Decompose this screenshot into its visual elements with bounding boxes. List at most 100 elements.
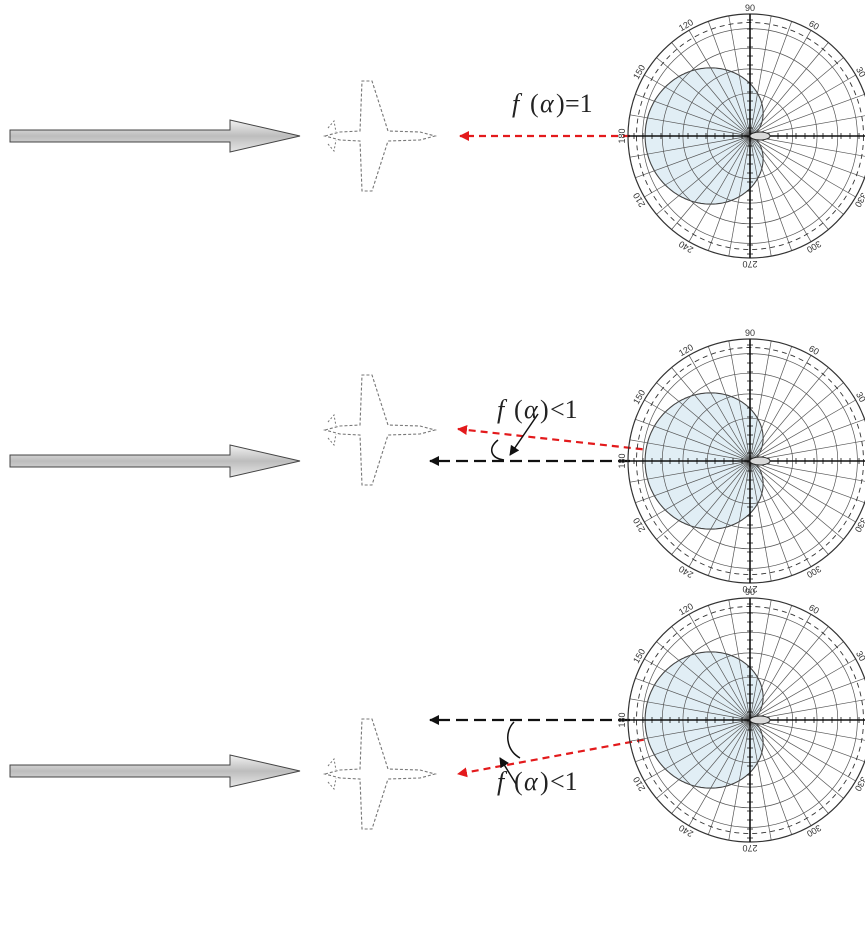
polar-spoke xyxy=(749,57,844,137)
angle-arc xyxy=(507,721,521,759)
polar-spoke xyxy=(707,605,751,721)
polar-spoke xyxy=(671,626,751,721)
polar-spoke xyxy=(629,114,751,137)
polar-tick-label: 90 xyxy=(745,328,755,338)
polar-spoke xyxy=(749,135,844,215)
polar-spoke xyxy=(707,21,751,137)
polar-spoke xyxy=(644,460,751,523)
polar-spoke xyxy=(671,460,751,555)
polar-spoke xyxy=(635,719,751,763)
polar-tick-label: 60 xyxy=(807,602,821,616)
aircraft-icon xyxy=(322,374,438,486)
polar-spoke xyxy=(644,719,751,782)
polar-spoke xyxy=(635,677,751,721)
polar-spoke xyxy=(749,340,772,462)
polar-spoke xyxy=(749,21,793,137)
svg-text:<1: <1 xyxy=(550,767,578,796)
polar-spoke xyxy=(688,30,751,137)
polar-spoke xyxy=(749,719,844,799)
polar-spoke xyxy=(749,460,844,540)
polar-spoke xyxy=(749,626,829,721)
polar-spoke xyxy=(688,614,751,721)
polar-spoke xyxy=(749,677,865,721)
polar-spoke xyxy=(629,719,751,742)
polar-tick-label: 270 xyxy=(742,259,757,269)
polar-tick-label: 150 xyxy=(631,63,647,81)
polar-spoke xyxy=(749,605,793,721)
polar-spoke xyxy=(749,135,865,179)
polar-tick-label: 240 xyxy=(677,823,695,839)
polar-spoke xyxy=(749,699,865,721)
svg-text:f: f xyxy=(497,767,508,796)
polar-tick-label: 330 xyxy=(853,775,865,793)
polar-spoke xyxy=(749,719,772,841)
incoming-flow-arrow xyxy=(9,119,301,153)
polar-tick-label: 270 xyxy=(742,584,757,594)
polar-tick-label: 180 xyxy=(617,712,627,727)
polar-spoke xyxy=(728,15,751,137)
polar-spoke xyxy=(749,367,829,462)
polar-tick-label: 90 xyxy=(745,587,755,597)
polar-spoke xyxy=(749,614,812,721)
polar-plot: 9012015018021024027030033006030 xyxy=(617,3,865,269)
polar-spoke xyxy=(749,658,856,721)
polar-spoke xyxy=(749,135,812,242)
back-lobe xyxy=(749,131,771,141)
polar-tick-label: 330 xyxy=(853,516,865,534)
polar-plot: 9012015018021024027030033006030 xyxy=(617,587,865,853)
polar-spoke xyxy=(749,460,812,567)
polar-spoke xyxy=(629,460,751,483)
pointer-arrow xyxy=(499,757,517,785)
polar-spoke xyxy=(671,135,751,230)
polar-spoke xyxy=(707,346,751,462)
polar-spoke xyxy=(656,719,751,799)
function-label: f ( α ) =1 xyxy=(512,89,593,118)
polar-spoke xyxy=(749,460,856,523)
polar-tick-label: 300 xyxy=(805,564,823,580)
polar-tick-label: 210 xyxy=(631,191,647,209)
polar-spoke xyxy=(671,42,751,137)
polar-spoke xyxy=(644,135,751,198)
polar-spoke xyxy=(749,135,856,198)
polar-spoke xyxy=(749,719,793,835)
back-lobe xyxy=(749,456,771,466)
polar-tick-label: 30 xyxy=(854,390,865,404)
polar-spoke xyxy=(749,641,844,721)
polar-tick-label: 210 xyxy=(631,516,647,534)
polar-spoke xyxy=(749,719,829,814)
polar-tick-label: 240 xyxy=(677,564,695,580)
polar-spoke xyxy=(749,355,812,462)
incoming-flow-arrow xyxy=(9,754,301,788)
polar-spoke xyxy=(728,340,751,462)
polar-tick-label: 210 xyxy=(631,775,647,793)
polar-spoke xyxy=(749,460,865,504)
svg-text:(: ( xyxy=(514,395,523,424)
polar-spoke xyxy=(749,346,793,462)
polar-tick-label: 270 xyxy=(742,843,757,853)
svg-text:α: α xyxy=(524,767,539,796)
svg-text:): ) xyxy=(556,89,565,118)
svg-text:<1: <1 xyxy=(550,395,578,424)
svg-text:): ) xyxy=(540,767,549,796)
polar-spoke xyxy=(707,719,751,835)
polar-spoke xyxy=(656,460,751,540)
polar-tick-label: 120 xyxy=(677,342,695,358)
polar-spoke xyxy=(749,399,856,462)
polar-spoke xyxy=(728,460,751,582)
polar-tick-label: 300 xyxy=(805,823,823,839)
polar-spoke xyxy=(749,30,812,137)
panel-1: f ( α ) =1 90120150180210240270300330060… xyxy=(9,3,865,269)
polar-spoke xyxy=(635,418,751,462)
pointer-arrow xyxy=(509,413,539,456)
polar-spoke xyxy=(629,698,751,721)
panel-2: f ( α ) <1 90120150180210240270300330060… xyxy=(9,328,865,594)
svg-text:(: ( xyxy=(514,767,523,796)
polar-spoke xyxy=(749,115,865,137)
polar-tick-label: 30 xyxy=(854,65,865,79)
svg-text:f: f xyxy=(497,395,508,424)
polar-spoke xyxy=(728,719,751,841)
polar-spoke xyxy=(749,382,844,462)
aircraft-icon xyxy=(322,80,438,192)
polar-spoke xyxy=(749,135,829,230)
